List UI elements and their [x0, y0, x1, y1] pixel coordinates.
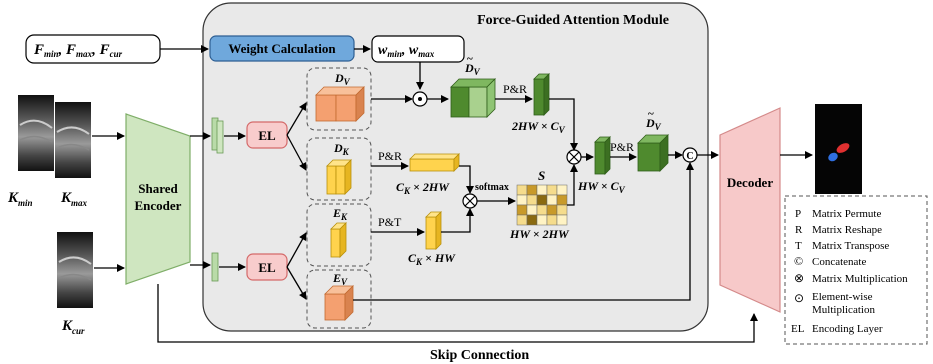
svg-text:⊙: ⊙	[794, 291, 804, 305]
svg-text:~: ~	[467, 53, 473, 65]
svg-text:T: T	[795, 240, 802, 252]
svg-text:Matrix Multiplication: Matrix Multiplication	[812, 273, 908, 285]
label-k-min: Kmin	[7, 190, 33, 208]
decoder: Decoder	[719, 107, 781, 313]
ek-box	[306, 203, 372, 267]
svg-text:Matrix Transpose: Matrix Transpose	[812, 240, 889, 252]
dk-box	[306, 137, 372, 201]
encoder-feature-bottom	[211, 252, 219, 282]
encoder-feature-top	[211, 117, 224, 154]
svg-text:©: ©	[794, 254, 803, 268]
weight-calculation-block: Weight Calculation	[209, 35, 355, 62]
svg-text:⊗: ⊗	[794, 271, 804, 285]
dv-tilde-output-cube	[637, 134, 669, 172]
svg-text:C: C	[686, 151, 693, 162]
elementwise-mult-op	[412, 91, 428, 107]
svg-text:Decoder: Decoder	[727, 175, 773, 190]
ev-label: EV	[332, 271, 348, 287]
svg-text:Multiplication: Multiplication	[812, 304, 875, 316]
dim-hw-2hw: HW × 2HW	[509, 227, 570, 241]
dim-ck-2hw: CK × 2HW	[396, 180, 450, 196]
ek-label: EK	[332, 206, 348, 222]
green-output-bar	[594, 136, 611, 175]
ev-feature-cube	[324, 285, 354, 321]
ev-box	[306, 269, 372, 329]
svg-text:Matrix Reshape: Matrix Reshape	[812, 224, 882, 236]
dim-ck-hw: CK × HW	[408, 251, 456, 267]
svg-text:Concatenate: Concatenate	[812, 256, 866, 268]
pt-label-ek: P&T	[378, 215, 402, 229]
dim-2hw-cv: 2HW × CV	[511, 119, 566, 135]
dim-hw-cv: HW × CV	[577, 179, 626, 195]
pr-label-top: P&R	[503, 82, 527, 96]
svg-text:P: P	[795, 208, 801, 220]
ek-feature-cube	[330, 222, 347, 258]
svg-text:wmin, wmax: wmin, wmax	[378, 43, 435, 59]
dv-box	[306, 67, 372, 131]
svg-text:Fmin, Fmax, Fcur: Fmin, Fmax, Fcur	[33, 42, 123, 59]
svg-text:Shared: Shared	[138, 181, 178, 196]
s-label: S	[538, 168, 545, 183]
legend: P Matrix Permute R Matrix Reshape T Matr…	[784, 195, 928, 345]
svg-text:R: R	[795, 224, 803, 236]
image-k-min	[18, 95, 54, 171]
svg-text:EL: EL	[791, 323, 805, 335]
label-k-cur: Kcur	[61, 318, 85, 336]
green-reshaped-bar	[533, 73, 550, 116]
svg-text:Element-wise: Element-wise	[812, 291, 873, 303]
force-inputs-box: Fmin, Fmax, Fcur	[25, 34, 161, 64]
pr-label-dk: P&R	[378, 149, 402, 163]
concatenate-op: C	[682, 147, 698, 163]
similarity-matrix-s	[516, 184, 568, 226]
svg-text:Matrix Permute: Matrix Permute	[812, 208, 881, 220]
dv-tilde-label: DV	[464, 61, 481, 77]
dv-tilde-out-label: DV	[645, 116, 662, 132]
shared-encoder: Shared Encoder	[125, 113, 191, 285]
svg-text:Encoding Layer: Encoding Layer	[812, 323, 883, 335]
matmul-op-attention	[462, 193, 478, 209]
svg-text:EL: EL	[258, 128, 276, 143]
svg-text:Encoder: Encoder	[135, 198, 182, 213]
image-k-max	[55, 102, 91, 178]
dk-feature-cube	[326, 159, 352, 195]
softmax-label: softmax	[475, 182, 509, 193]
svg-text:EL: EL	[258, 260, 276, 275]
encoding-layer-top: EL	[246, 121, 288, 149]
dv-label: DV	[334, 71, 351, 87]
image-k-cur	[57, 232, 93, 308]
weights-box: wmin, wmax	[371, 35, 465, 63]
ek-transposed-bar	[425, 211, 442, 250]
dk-reshaped-bar	[409, 153, 460, 172]
dk-label: DK	[333, 141, 350, 157]
dv-tilde-feature-cube	[450, 78, 496, 118]
svg-text:~: ~	[648, 108, 654, 120]
dv-feature-cube	[315, 86, 365, 122]
skip-connection-label: Skip Connection	[430, 348, 529, 363]
output-segmentation-mask	[815, 104, 862, 194]
svg-text:Weight Calculation: Weight Calculation	[228, 41, 336, 56]
pr-label-out: P&R	[610, 140, 634, 154]
encoding-layer-bottom: EL	[246, 253, 288, 281]
label-k-max: Kmax	[60, 190, 88, 208]
matmul-op-output	[566, 149, 582, 165]
module-title: Force-Guided Attention Module	[477, 13, 669, 28]
